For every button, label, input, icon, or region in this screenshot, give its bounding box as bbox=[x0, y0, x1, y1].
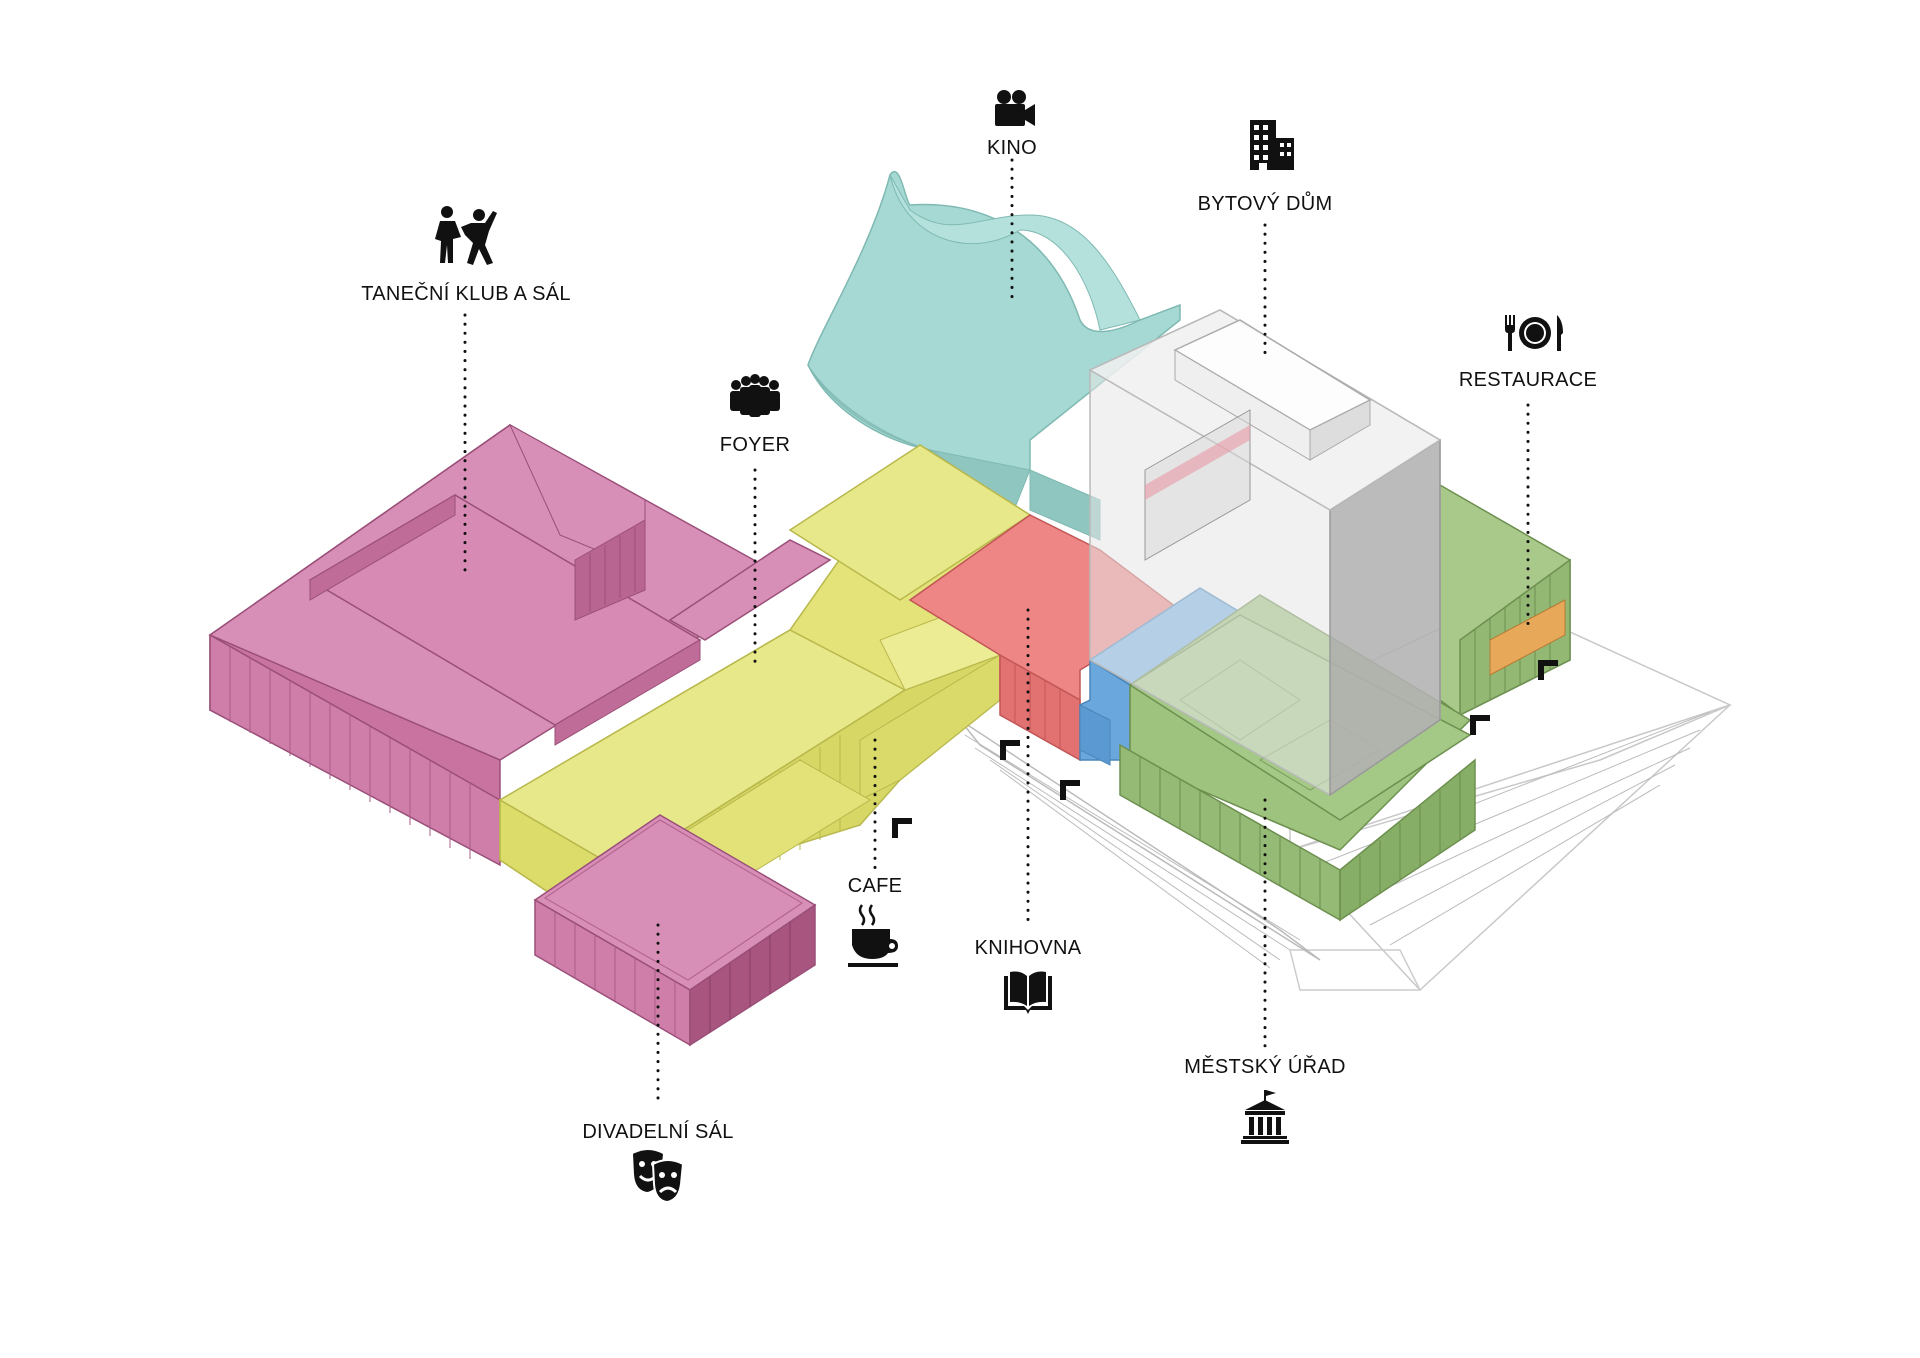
foyer-volume bbox=[498, 443, 1032, 906]
label-tanecni-klub: TANEČNÍ KLUB A SÁL bbox=[361, 282, 571, 305]
label-restaurace: RESTAURACE bbox=[1459, 369, 1597, 391]
entrance-arrow-icon bbox=[1470, 715, 1490, 735]
bytovy-dum-volume bbox=[1088, 309, 1442, 797]
video-camera-icon bbox=[995, 90, 1035, 126]
theatre-masks-icon bbox=[633, 1150, 685, 1204]
apartment-building-icon bbox=[1250, 120, 1294, 170]
label-kino: KINO bbox=[987, 137, 1037, 159]
tanecni-klub-volume bbox=[208, 423, 832, 867]
label-foyer: FOYER bbox=[720, 434, 790, 456]
entrance-arrow-icon bbox=[1000, 740, 1020, 760]
entrance-arrow-icon bbox=[1538, 660, 1558, 680]
entrance-arrow-icon bbox=[892, 818, 912, 838]
dancers-icon bbox=[435, 206, 497, 265]
label-divadelni-sal: DIVADELNÍ SÁL bbox=[582, 1120, 733, 1143]
crowd-icon bbox=[730, 374, 780, 417]
town-hall-icon bbox=[1241, 1090, 1289, 1144]
divadelni-sal-volume bbox=[533, 814, 817, 1047]
coffee-cup-icon bbox=[848, 904, 898, 967]
label-mestsky-urad: MĚSTSKÝ ÚŘAD bbox=[1184, 1055, 1345, 1078]
dining-plate-icon bbox=[1505, 315, 1563, 351]
label-cafe: CAFE bbox=[848, 875, 903, 897]
leader-lines bbox=[463, 158, 1530, 1107]
entrance-arrow-icon bbox=[1060, 780, 1080, 800]
entrance-markers bbox=[892, 660, 1558, 838]
label-knihovna: KNIHOVNA bbox=[975, 937, 1082, 959]
open-book-icon bbox=[1004, 971, 1052, 1014]
label-bytovy-dum: BYTOVÝ DŮM bbox=[1198, 191, 1333, 215]
